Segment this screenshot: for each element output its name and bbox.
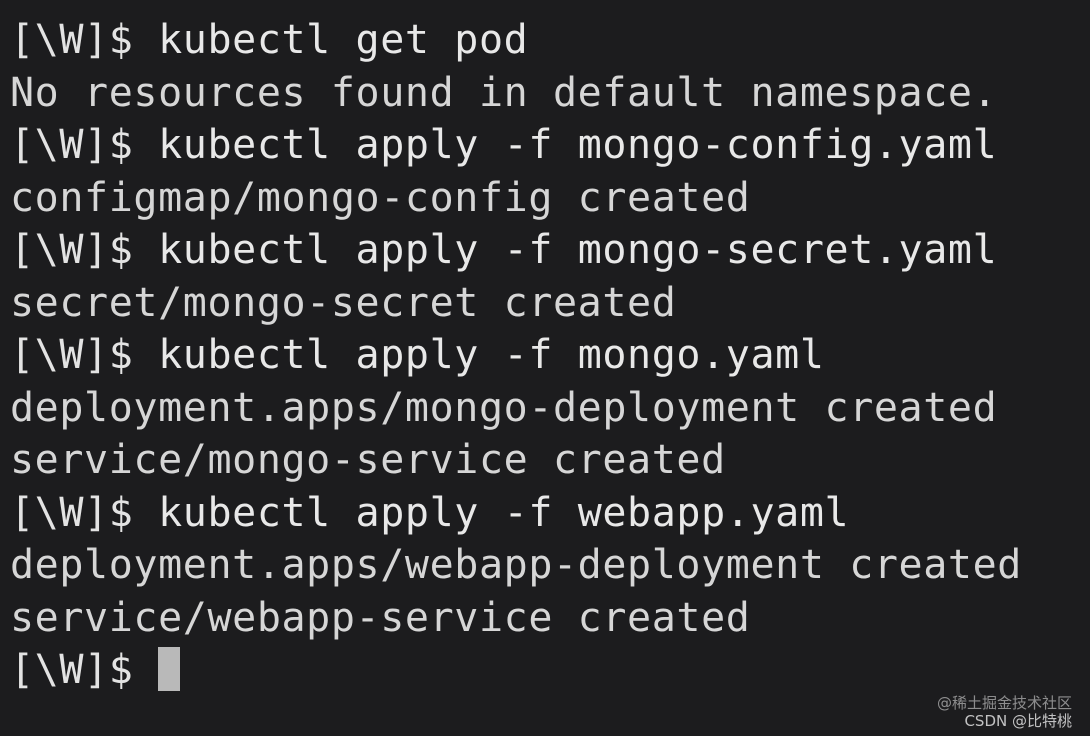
command-text: kubectl apply -f webapp.yaml bbox=[158, 489, 850, 536]
active-prompt-line[interactable]: [\W]$ bbox=[10, 644, 1090, 697]
command-line: [\W]$ kubectl get pod bbox=[10, 14, 1090, 67]
command-text: kubectl apply -f mongo-secret.yaml bbox=[158, 227, 998, 273]
output-line: deployment.apps/webapp-deployment create… bbox=[10, 542, 1022, 588]
shell-prompt: [\W]$ bbox=[10, 122, 159, 168]
watermark-juejin: @稀土掘金技术社区 bbox=[936, 694, 1072, 712]
shell-prompt: [\W]$ bbox=[10, 647, 159, 693]
output-line: configmap/mongo-config created bbox=[10, 174, 751, 221]
command-text: kubectl apply -f mongo.yaml bbox=[158, 332, 825, 378]
output-line: deployment.apps/mongo-deployment created bbox=[10, 384, 998, 431]
command-text: kubectl get pod bbox=[158, 17, 529, 63]
output-line: No resources found in default namespace. bbox=[10, 69, 998, 116]
output-line: service/mongo-service created bbox=[10, 437, 726, 483]
watermark-csdn: CSDN @比特桃 bbox=[964, 712, 1072, 730]
shell-prompt: [\W]$ bbox=[10, 332, 159, 378]
command-line: [\W]$ kubectl apply -f webapp.yaml bbox=[10, 487, 1090, 540]
output-line: service/webapp-service created bbox=[10, 594, 751, 641]
command-text: kubectl apply -f mongo-config.yaml bbox=[158, 122, 998, 168]
command-line: [\W]$ kubectl apply -f mongo.yaml bbox=[10, 329, 1090, 382]
command-line: [\W]$ kubectl apply -f mongo-secret.yaml bbox=[10, 224, 1090, 277]
shell-prompt: [\W]$ bbox=[10, 489, 159, 536]
command-line: [\W]$ kubectl apply -f mongo-config.yaml bbox=[10, 119, 1090, 172]
output-line: secret/mongo-secret created bbox=[10, 279, 677, 326]
shell-prompt: [\W]$ bbox=[10, 17, 159, 63]
block-cursor bbox=[158, 647, 181, 691]
shell-prompt: [\W]$ bbox=[10, 227, 159, 273]
